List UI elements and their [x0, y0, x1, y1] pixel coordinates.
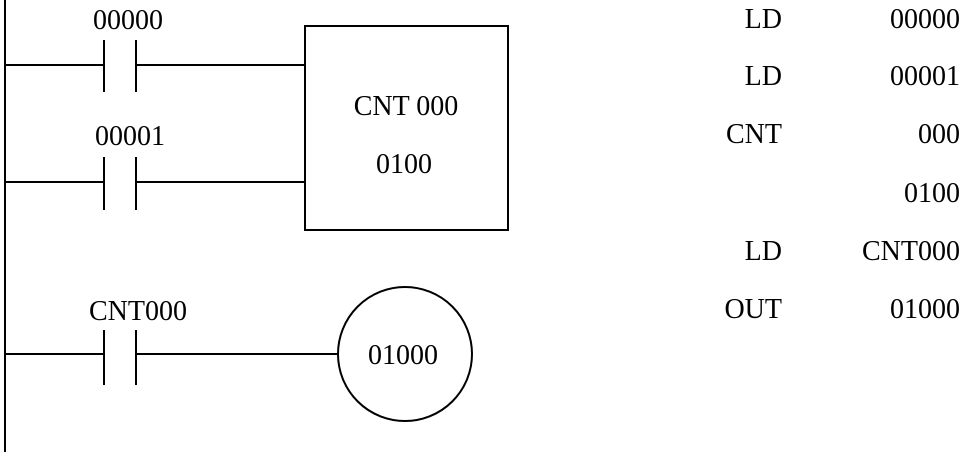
mnemonic-list: LD 00000 LD 00001 CNT 000 0100 LD CNT000… — [640, 0, 960, 360]
contact-label: 00000 — [93, 5, 163, 36]
counter-line1: CNT 000 — [354, 91, 459, 122]
mnemonic-row: CNT 000 — [640, 115, 960, 155]
mnemonic-row: 0100 — [640, 174, 960, 214]
mnemonic-arg: CNT000 — [862, 236, 960, 267]
no-contact-symbol — [103, 40, 137, 92]
rung-1: 00000 — [5, 5, 305, 92]
no-contact-symbol — [103, 330, 137, 385]
mnemonic-arg: 00001 — [890, 61, 960, 92]
mnemonic-op: LD — [744, 236, 782, 267]
mnemonic-arg: 01000 — [890, 294, 960, 325]
mnemonic-arg: 00000 — [890, 4, 960, 35]
mnemonic-row: OUT 01000 — [640, 290, 960, 330]
ladder-diagram: 00000 00001 CNT 000 0100 CNT000 01000 — [4, 0, 509, 452]
counter-block: CNT 000 0100 — [304, 25, 509, 231]
mnemonic-op: LD — [744, 61, 782, 92]
mnemonic-row: LD CNT000 — [640, 232, 960, 272]
mnemonic-arg: 0100 — [904, 178, 960, 209]
counter-line2: 0100 — [376, 149, 432, 180]
mnemonic-op: LD — [744, 4, 782, 35]
mnemonic-op: OUT — [724, 294, 782, 325]
rung-3: CNT000 01000 — [5, 286, 473, 422]
mnemonic-arg: 000 — [918, 119, 960, 150]
contact-label: 00001 — [95, 121, 165, 152]
contact-label: CNT000 — [89, 296, 187, 327]
coil-label: 01000 — [368, 340, 438, 371]
mnemonic-row: LD 00001 — [640, 57, 960, 97]
rung-2: 00001 — [5, 121, 305, 210]
mnemonic-op: CNT — [726, 119, 782, 150]
no-contact-symbol — [103, 157, 137, 210]
output-coil: 01000 — [337, 286, 473, 422]
mnemonic-row: LD 00000 — [640, 0, 960, 40]
